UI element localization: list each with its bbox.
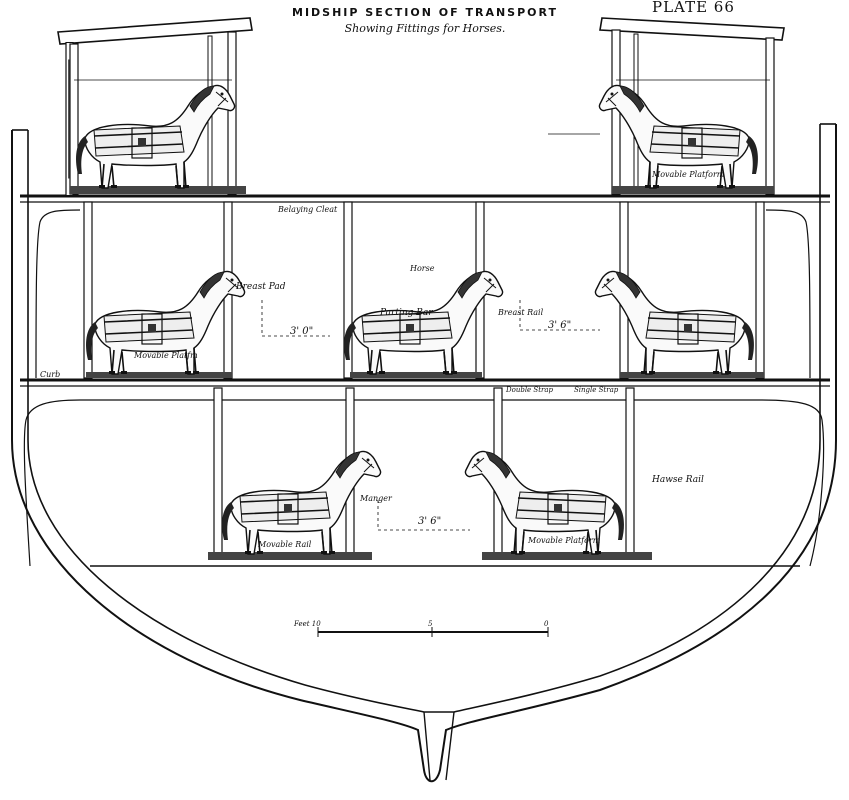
dimension-mid-right: 3' 6" <box>548 320 572 331</box>
ship-hull <box>11 123 837 783</box>
upper-stall-right <box>548 17 785 195</box>
label-movable-platform-mid: Movable Platfm <box>134 351 198 360</box>
plate-number: PLATE 66 <box>652 0 735 16</box>
scale-label-mid: 5 <box>428 620 433 628</box>
label-manger: Manger <box>360 494 392 503</box>
dimension-mid-left: 3' 0" <box>290 326 314 337</box>
plate-title: MIDSHIP SECTION OF TRANSPORT <box>292 6 558 19</box>
upper-stall-left <box>57 17 253 197</box>
scale-bar <box>317 627 549 637</box>
label-parting-bar: Parting Bar <box>380 308 433 318</box>
label-single-strap: Single Strap <box>574 386 619 394</box>
scale-label-right: 0 <box>544 620 549 628</box>
label-movable-platform-bottom: Movable Platform <box>528 536 601 545</box>
label-horse: Horse <box>410 264 435 273</box>
label-double-strap: Double Strap <box>506 386 554 394</box>
label-movable-platform-top: Movable Platform <box>652 170 725 179</box>
lower-stalls <box>208 387 652 560</box>
label-belaying-cleat: Belaying Cleat <box>278 205 338 214</box>
plate-subtitle: Showing Fittings for Horses. <box>344 22 506 35</box>
decks <box>20 194 830 567</box>
middle-stalls <box>83 201 765 379</box>
label-curb: Curb <box>40 370 61 379</box>
label-breast-rail: Breast Rail <box>498 308 544 317</box>
dimension-low: 3' 6" <box>418 516 442 527</box>
label-movable-rail: Movable Rail <box>258 540 312 549</box>
label-hawse-rail: Hawse Rail <box>652 475 704 485</box>
scale-label-left: Feet 10 <box>294 620 321 628</box>
label-breast-pad: Breast Pad <box>236 282 286 292</box>
